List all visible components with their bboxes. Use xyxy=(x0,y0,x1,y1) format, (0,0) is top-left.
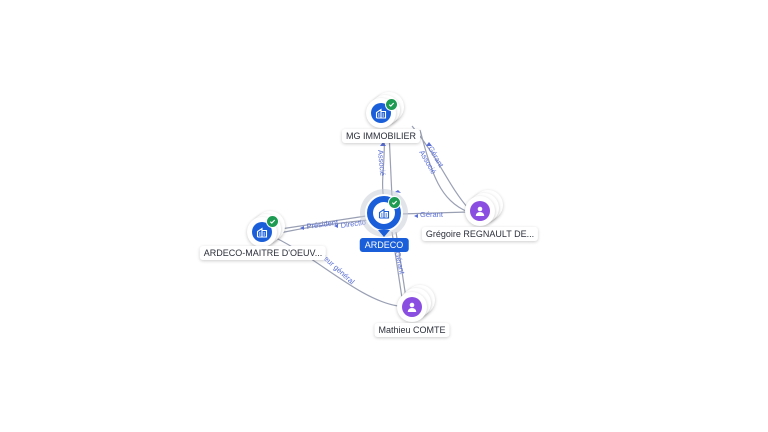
arrow-marker xyxy=(414,214,418,218)
arrow-marker xyxy=(334,224,338,228)
edge-mg-ardeco xyxy=(388,131,393,199)
edge-ardeco-maitre xyxy=(273,215,367,231)
pin-tip xyxy=(378,230,390,237)
edge-label-gerant: Gérant xyxy=(420,210,444,219)
node-label: MG IMMOBILIER xyxy=(341,129,421,143)
person-icon xyxy=(470,201,490,221)
node-label: Mathieu COMTE xyxy=(374,323,450,337)
verified-check-icon xyxy=(266,215,279,228)
arrow-marker xyxy=(395,190,401,193)
arrow-marker xyxy=(380,142,386,146)
edge-label-associe: Associé xyxy=(376,149,387,176)
arrow-marker xyxy=(426,142,432,146)
edge-label-gerant: Gérant xyxy=(393,251,407,276)
node-label: ARDECO xyxy=(359,238,409,252)
edge-gregoire-ardeco xyxy=(399,211,469,215)
edge-gregoire-mg-2 xyxy=(411,125,469,209)
node-label: Grégoire REGNAULT DE... xyxy=(421,227,539,241)
edge-label-president: Président xyxy=(306,218,340,231)
edge-label-direction: Directio xyxy=(340,218,366,230)
verified-check-icon xyxy=(385,98,398,111)
node-label: ARDECO-MAITRE D'OEUV... xyxy=(199,246,327,260)
verified-check-icon xyxy=(388,196,401,209)
building-icon xyxy=(252,222,272,242)
edge-gregoire-mg xyxy=(419,129,469,213)
person-icon xyxy=(402,297,422,317)
arrow-marker xyxy=(300,226,304,230)
